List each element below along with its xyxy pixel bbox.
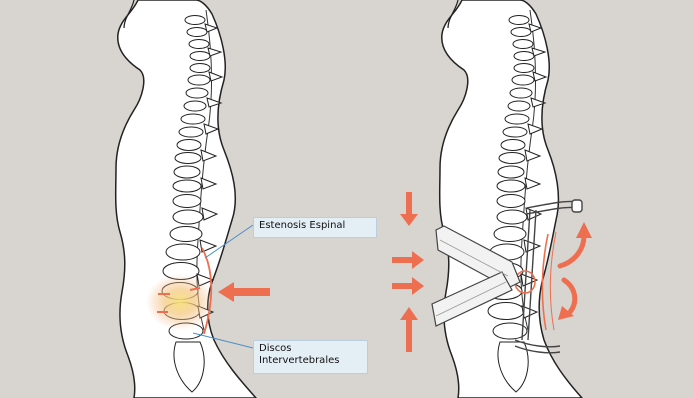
arrow-up-icon <box>400 307 418 352</box>
inflammation-glow <box>146 274 214 330</box>
curved-arrow-icon <box>564 280 575 312</box>
curved-arrow-icon <box>560 236 584 266</box>
arrow-right-icon <box>392 277 424 295</box>
left-figure <box>116 0 270 398</box>
arrow-right-icon <box>392 251 424 269</box>
right-figure <box>392 0 592 398</box>
arrow-left-icon <box>218 282 270 302</box>
intervertebral-discs-label: Discos Intervertebrales <box>253 340 368 374</box>
stenosis-label: Estenosis Espinal <box>253 217 377 238</box>
arrow-down-icon <box>400 192 418 226</box>
brace-top-clip <box>572 200 582 212</box>
